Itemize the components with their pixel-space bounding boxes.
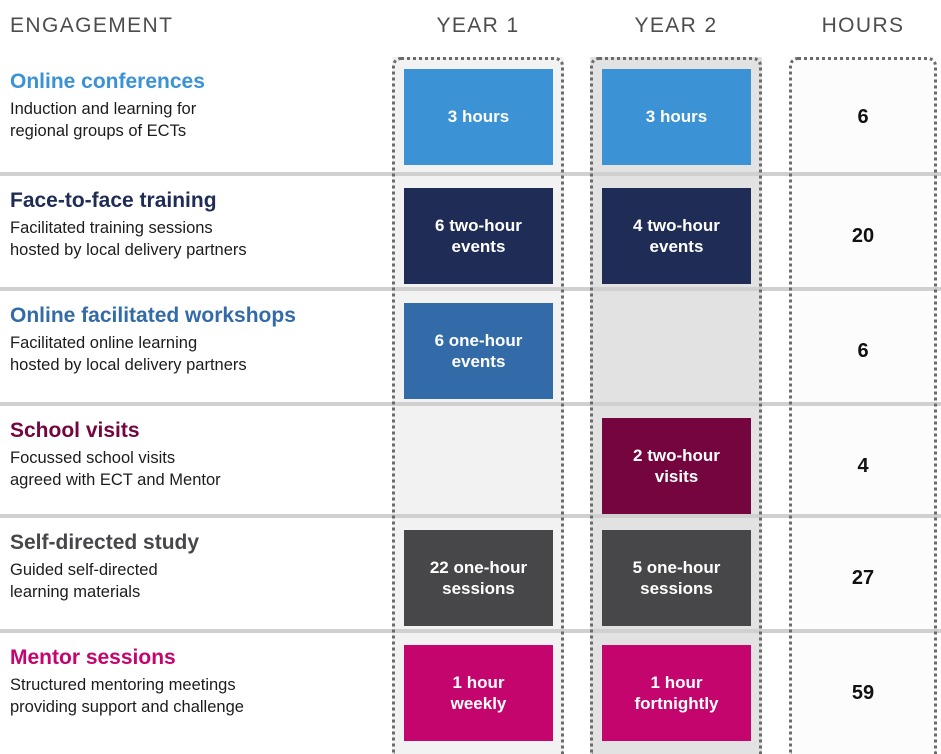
engagement-title: Mentor sessions: [10, 646, 176, 669]
year1-cell-line2: events: [451, 352, 506, 371]
engagement-cell: Self-directed study Guided self-directed…: [10, 530, 385, 603]
engagement-cell: Online conferences Induction and learnin…: [10, 69, 385, 142]
table-header: ENGAGEMENT YEAR 1 YEAR 2 HOURS: [0, 0, 941, 57]
engagement-title: Online conferences: [10, 70, 205, 93]
engagement-subtitle-line1: Facilitated training sessions: [10, 218, 213, 237]
table-body: Online conferences Induction and learnin…: [0, 57, 941, 746]
year2-cell: 4 two-hour events: [602, 188, 751, 284]
engagement-title: Self-directed study: [10, 531, 200, 554]
year1-cell: 1 hour weekly: [404, 645, 553, 741]
year1-cell-line1: 6 one-hour: [434, 330, 523, 350]
year1-cell-line2: weekly: [450, 694, 507, 713]
year1-cell: 3 hours: [404, 69, 553, 165]
year1-cell-line1: 1 hour: [452, 672, 505, 692]
hours-cell: 20: [851, 224, 875, 247]
year2-cell-line2: sessions: [640, 579, 713, 598]
year2-cell-line1: 3 hours: [645, 107, 708, 127]
engagement-subtitle-line2: agreed with ECT and Mentor: [10, 470, 221, 489]
year2-cell-line1: 2 two-hour: [633, 445, 720, 465]
table-row: Online conferences Induction and learnin…: [0, 57, 941, 172]
hours-cell: 6: [857, 105, 869, 128]
year2-cell-line1: 5 one-hour: [632, 557, 721, 577]
engagement-cell: Face-to-face training Facilitated traini…: [10, 188, 385, 261]
engagement-title: School visits: [10, 419, 140, 442]
year2-cell-line1: 4 two-hour: [633, 215, 720, 235]
year1-cell-line1: 6 two-hour: [435, 215, 522, 235]
engagement-subtitle-line2: providing support and challenge: [10, 697, 244, 716]
engagement-subtitle: Induction and learning for regional grou…: [10, 98, 385, 143]
table-row: Online facilitated workshops Facilitated…: [0, 287, 941, 402]
engagement-subtitle: Focussed school visits agreed with ECT a…: [10, 447, 385, 492]
year2-cell: 1 hour fortnightly: [602, 645, 751, 741]
engagement-subtitle: Structured mentoring meetings providing …: [10, 674, 385, 719]
engagement-subtitle-line2: regional groups of ECTs: [10, 121, 187, 140]
engagement-subtitle: Guided self-directed learning materials: [10, 559, 385, 604]
engagement-title: Face-to-face training: [10, 189, 217, 212]
hours-cell: 6: [857, 339, 869, 362]
year2-cell-line1: 1 hour: [650, 672, 703, 692]
table-row: Self-directed study Guided self-directed…: [0, 514, 941, 629]
hours-cell: 59: [851, 681, 875, 704]
header-year2: YEAR 2: [634, 14, 718, 37]
year2-cell-line2: fortnightly: [634, 694, 719, 713]
table-row: Mentor sessions Structured mentoring mee…: [0, 629, 941, 746]
year1-cell-line1: 3 hours: [447, 107, 510, 127]
engagement-cell: Online facilitated workshops Facilitated…: [10, 303, 385, 376]
header-hours: HOURS: [821, 14, 905, 37]
year2-cell-line2: events: [649, 237, 704, 256]
engagement-title: Online facilitated workshops: [10, 304, 296, 327]
engagement-subtitle-line1: Guided self-directed: [10, 560, 158, 579]
header-year1: YEAR 1: [436, 14, 520, 37]
year2-cell: 2 two-hour visits: [602, 418, 751, 514]
engagement-subtitle-line2: hosted by local delivery partners: [10, 240, 247, 259]
year1-cell: 6 two-hour events: [404, 188, 553, 284]
engagement-subtitle: Facilitated training sessions hosted by …: [10, 217, 385, 262]
hours-cell: 27: [851, 566, 875, 589]
engagement-cell: School visits Focussed school visits agr…: [10, 418, 385, 491]
engagement-subtitle-line1: Structured mentoring meetings: [10, 675, 236, 694]
engagement-subtitle: Facilitated online learning hosted by lo…: [10, 332, 385, 377]
engagement-cell: Mentor sessions Structured mentoring mee…: [10, 645, 385, 718]
engagement-subtitle-line1: Focussed school visits: [10, 448, 176, 467]
year1-cell-line1: 22 one-hour: [429, 557, 528, 577]
engagement-subtitle-line1: Induction and learning for: [10, 99, 197, 118]
engagement-subtitle-line1: Facilitated online learning: [10, 333, 198, 352]
year1-cell-line2: sessions: [442, 579, 515, 598]
year1-cell: 22 one-hour sessions: [404, 530, 553, 626]
year2-cell: 3 hours: [602, 69, 751, 165]
year1-cell: 6 one-hour events: [404, 303, 553, 399]
year2-cell: 5 one-hour sessions: [602, 530, 751, 626]
table-row: Face-to-face training Facilitated traini…: [0, 172, 941, 287]
year1-cell-line2: events: [451, 237, 506, 256]
year2-cell-line2: visits: [654, 467, 699, 486]
engagement-subtitle-line2: hosted by local delivery partners: [10, 355, 247, 374]
hours-cell: 4: [857, 454, 869, 477]
header-engagement: ENGAGEMENT: [10, 14, 174, 37]
table-row: School visits Focussed school visits agr…: [0, 402, 941, 514]
engagement-subtitle-line2: learning materials: [10, 582, 141, 601]
